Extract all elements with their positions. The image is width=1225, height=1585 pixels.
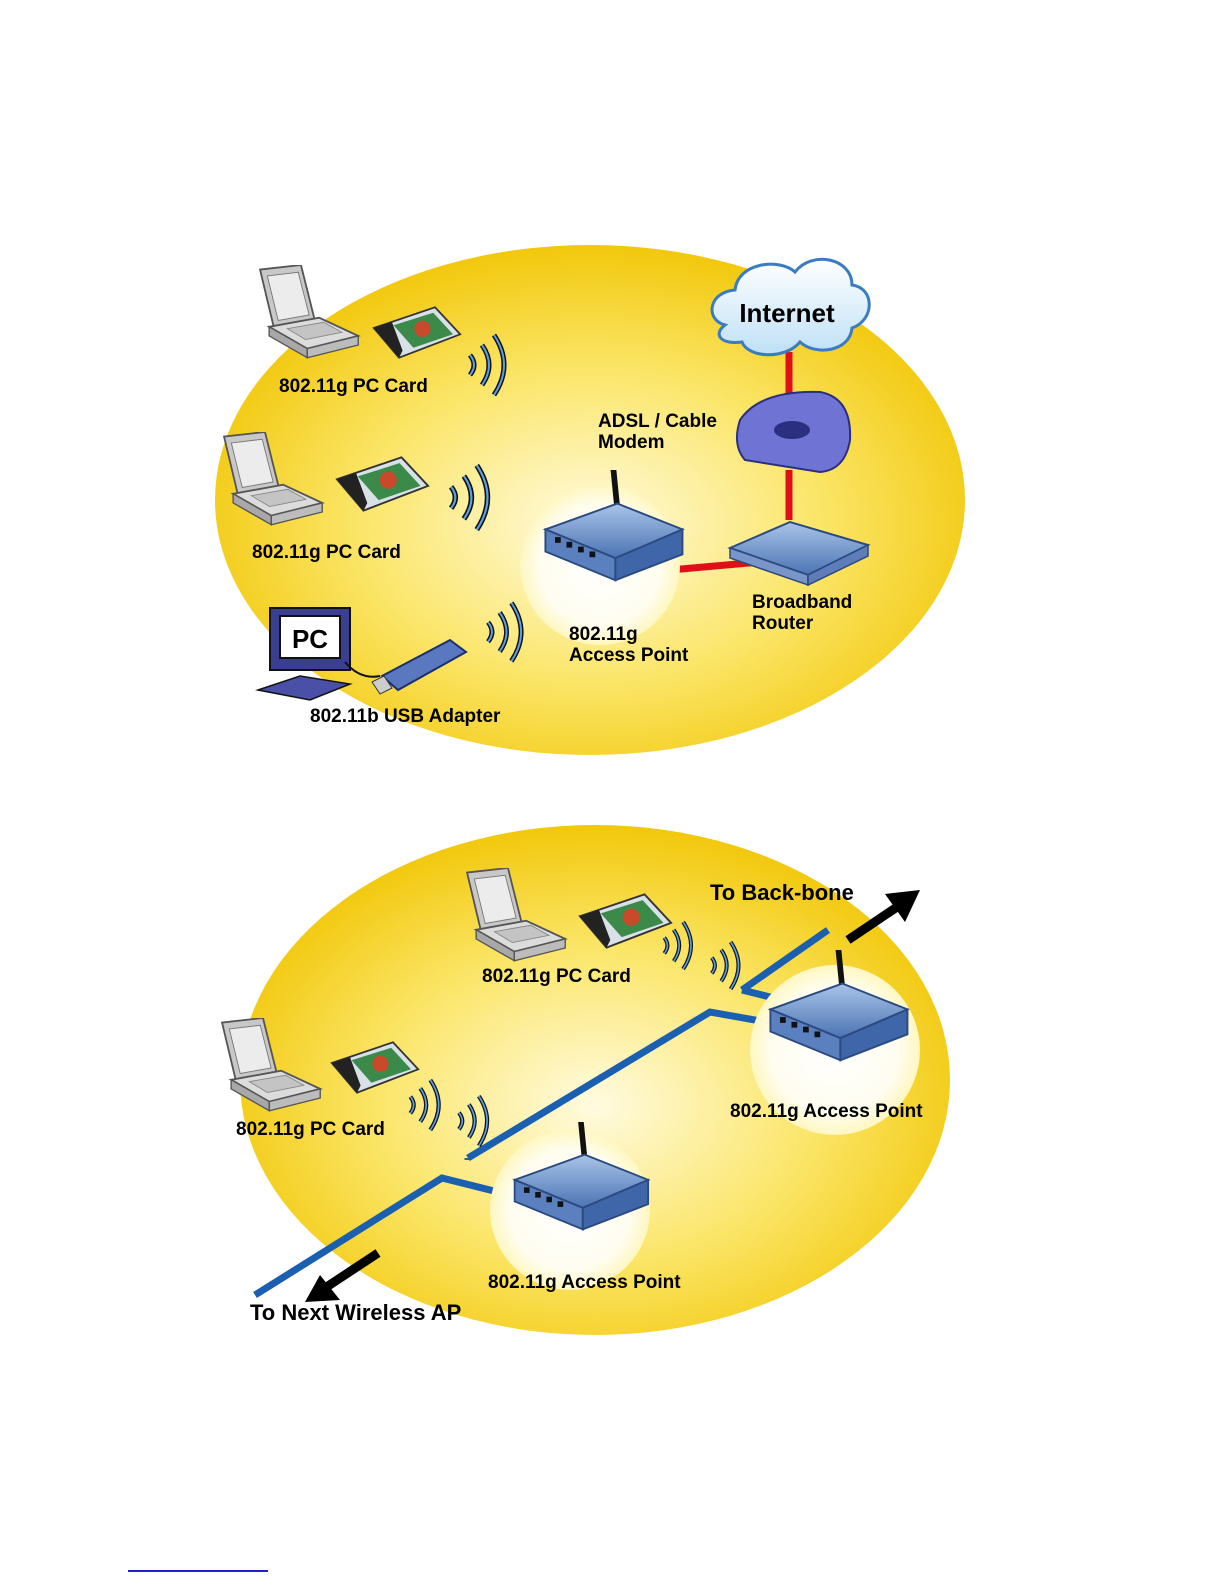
access-point-label: 802.11g Access Point (488, 1272, 681, 1293)
pc-card-label: 802.11g PC Card (482, 966, 631, 987)
footer-link-underline (128, 1570, 268, 1572)
access-point-label: 802.11g Access Point (730, 1101, 923, 1122)
to-backbone-label: To Back-bone (710, 880, 854, 905)
diagram-1: Internet PC (215, 245, 965, 755)
pc-label: PC (292, 624, 328, 654)
usb-adapter-label: 802.11b USB Adapter (310, 706, 501, 727)
pc-card-label: 802.11g PC Card (252, 542, 401, 563)
to-next-ap-label: To Next Wireless AP (250, 1300, 461, 1325)
pc-card-label: 802.11g PC Card (236, 1119, 385, 1140)
pc-card-label: 802.11g PC Card (279, 376, 428, 397)
internet-label: Internet (739, 298, 835, 328)
diagram-2: To Back-bone 802.11g PC Card 802.11g PC … (222, 825, 950, 1335)
